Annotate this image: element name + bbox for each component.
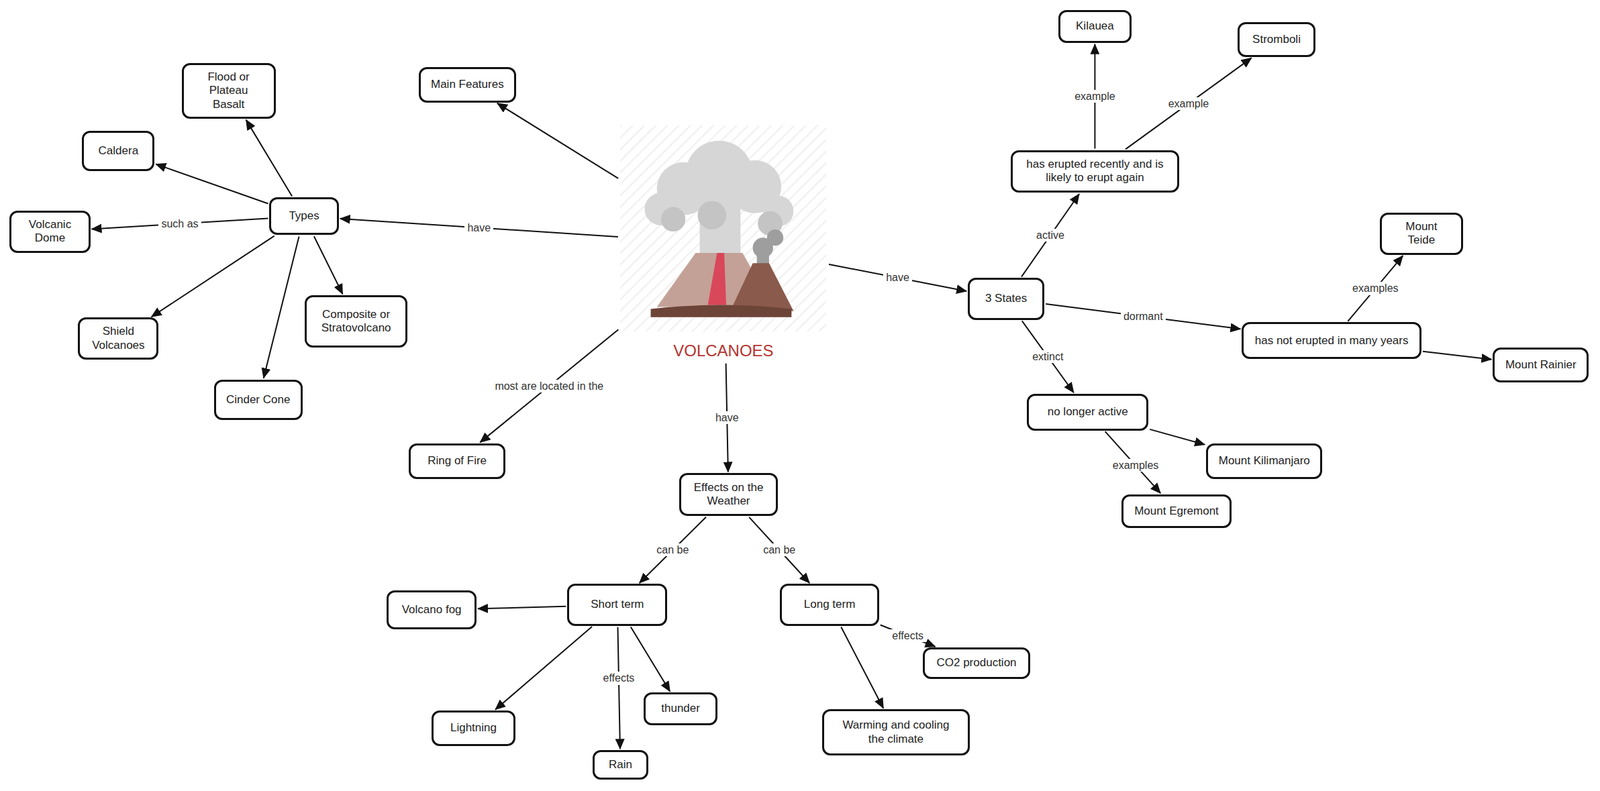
- edge-label: effects: [889, 629, 927, 643]
- concept-box: Rain: [592, 750, 649, 780]
- box-text: Mount Kilimanjaro: [1218, 454, 1311, 468]
- concept-box: Mount Teide: [1379, 212, 1464, 256]
- concept-box: Mount Kilimanjaro: [1206, 443, 1323, 480]
- concept-box: has not erupted in many years: [1241, 322, 1422, 360]
- connector-arrow: [497, 103, 619, 179]
- connector-arrow: [617, 627, 620, 749]
- connector-arrow: [1022, 320, 1074, 393]
- concept-box: Volcanic Dome: [9, 210, 90, 254]
- connector-arrow: [1347, 255, 1403, 322]
- edge-label: such as: [158, 217, 201, 231]
- concept-box: Main Features: [418, 67, 516, 103]
- concept-box: Types: [269, 197, 339, 235]
- box-text: Lightning: [450, 721, 497, 735]
- concept-box: Warming and cooling the climate: [822, 709, 970, 756]
- concept-box: Mount Egremont: [1121, 494, 1232, 529]
- concept-box: CO2 production: [922, 647, 1031, 680]
- edge-label: examples: [1110, 459, 1162, 472]
- concept-box: Mount Rainier: [1492, 347, 1589, 383]
- connector-arrow: [314, 236, 343, 294]
- concept-box: Cinder Cone: [214, 379, 303, 421]
- connector-arrow: [1149, 429, 1205, 445]
- connector-arrow: [1045, 304, 1241, 329]
- connector-arrow: [479, 329, 619, 443]
- concept-box: Shield Volcanoes: [77, 317, 159, 360]
- connector-arrow: [880, 625, 936, 647]
- connector-arrow: [639, 517, 707, 584]
- box-text: Rain: [608, 758, 633, 772]
- box-text: Warming and cooling the climate: [833, 718, 959, 747]
- concept-box: Stromboli: [1237, 22, 1316, 58]
- connector-arrow: [151, 236, 275, 318]
- edge-label: dormant: [1120, 310, 1166, 323]
- concept-box: Flood or Plateau Basalt: [181, 63, 276, 119]
- concept-box: Volcano fog: [386, 590, 477, 630]
- box-text: Volcanic Dome: [20, 218, 79, 246]
- box-text: Composite or Stratovolcano: [316, 308, 397, 336]
- box-text: has not erupted in many years: [1255, 334, 1409, 348]
- concept-box: Effects on the Weather: [679, 473, 778, 517]
- edge-label: have: [464, 221, 494, 235]
- box-text: Ring of Fire: [427, 454, 487, 468]
- connector-arrow: [495, 626, 592, 711]
- box-text: Shield Volcanoes: [89, 324, 147, 353]
- connector-arrow: [1021, 193, 1080, 278]
- box-text: thunder: [661, 702, 700, 716]
- connector-arrow: [155, 164, 268, 205]
- volcano-illustration: [620, 125, 827, 332]
- box-text: Mount Teide: [1391, 220, 1453, 248]
- concept-box: Caldera: [81, 130, 155, 172]
- connector-arrow: [828, 264, 967, 292]
- box-text: Kilauea: [1075, 19, 1115, 33]
- topic-title: VOLCANOES: [673, 341, 774, 363]
- box-text: Flood or Plateau Basalt: [193, 70, 265, 112]
- box-text: has erupted recently and is likely to er…: [1022, 157, 1168, 186]
- box-text: Caldera: [98, 144, 139, 158]
- edge-label: have: [712, 411, 742, 425]
- box-text: no longer active: [1047, 405, 1129, 419]
- concept-box: Ring of Fire: [408, 443, 506, 480]
- box-text: Long term: [804, 597, 856, 612]
- edge-label: effects: [600, 671, 638, 685]
- box-text: Stromboli: [1252, 32, 1301, 47]
- edge-label: can be: [653, 543, 692, 557]
- edge-label: most are located in the: [491, 379, 607, 393]
- concept-box: Kilauea: [1058, 10, 1132, 43]
- box-text: Mount Egremont: [1134, 504, 1219, 519]
- connector-arrow: [246, 120, 293, 197]
- concept-box: thunder: [643, 692, 717, 726]
- edge-label: have: [883, 271, 913, 284]
- box-text: Cinder Cone: [226, 393, 290, 407]
- connector-arrow: [840, 627, 884, 709]
- concept-box: Long term: [779, 583, 879, 626]
- connector-arrow: [477, 606, 566, 610]
- concept-box: Composite or Stratovolcano: [304, 295, 409, 348]
- connector-arrow: [1125, 57, 1252, 149]
- edge-label: can be: [760, 543, 798, 557]
- edge-label: active: [1033, 228, 1068, 242]
- connector-arrow: [263, 236, 300, 378]
- box-text: Short term: [590, 597, 644, 612]
- box-text: CO2 production: [936, 656, 1017, 670]
- box-text: Types: [288, 209, 319, 223]
- box-text: Main Features: [430, 77, 505, 92]
- edge-label: extinct: [1029, 350, 1066, 364]
- concept-box: Short term: [567, 583, 668, 626]
- connector-arrow: [1422, 351, 1492, 360]
- box-text: Mount Rainier: [1505, 358, 1577, 372]
- box-text: Volcano fog: [402, 603, 462, 617]
- central-topic: VOLCANOES: [619, 125, 828, 363]
- box-text: 3 States: [985, 291, 1027, 306]
- concept-box: has erupted recently and is likely to er…: [1010, 150, 1180, 194]
- connector-arrow: [340, 218, 619, 237]
- edge-label: example: [1071, 89, 1118, 103]
- concept-box: no longer active: [1026, 393, 1149, 431]
- box-text: Effects on the Weather: [690, 481, 767, 509]
- edge-label: examples: [1349, 281, 1401, 295]
- connector-arrow: [748, 517, 810, 584]
- concept-box: 3 States: [967, 277, 1045, 320]
- edge-label: example: [1165, 97, 1212, 111]
- concept-box: Lightning: [431, 710, 516, 747]
